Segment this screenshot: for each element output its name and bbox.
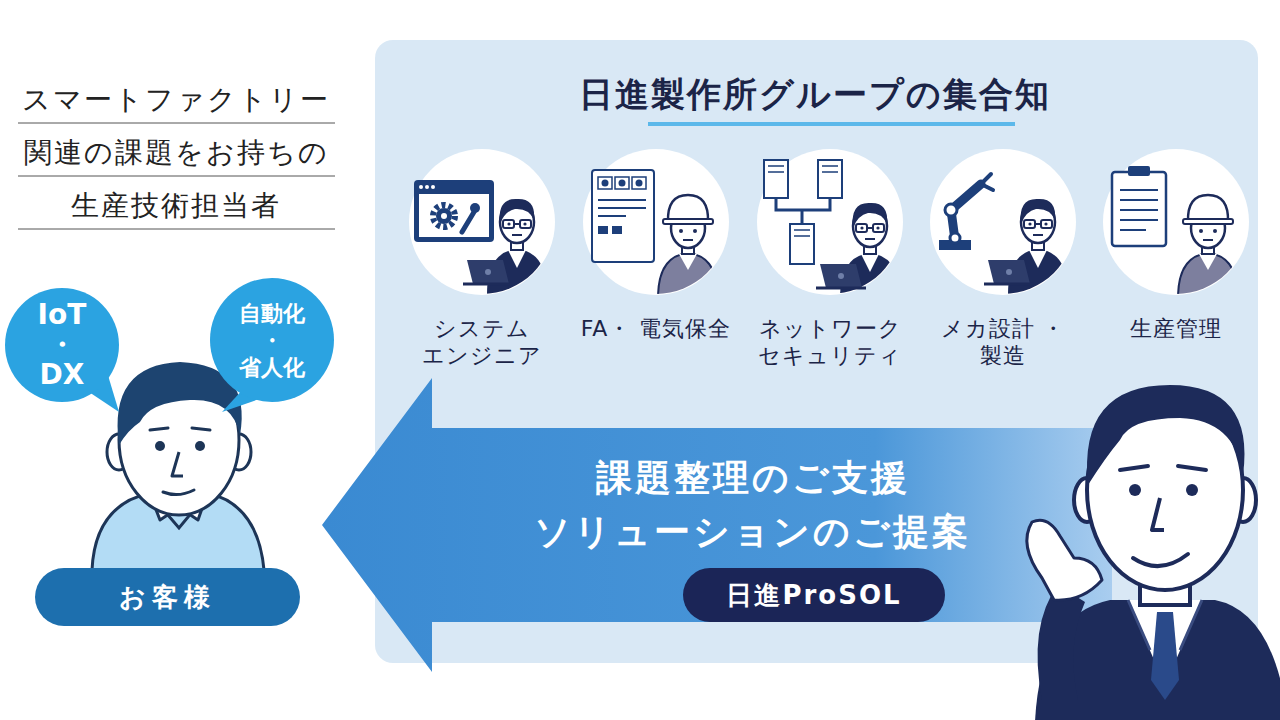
proposal-arrow: 課題整理のご支援 ソリューションのご提案日進ProSOL [322,378,1112,672]
node-text: ネットワーク セキュリティ [750,315,910,369]
expertise-circle: 生産管理 [1103,149,1249,295]
node-text: 自動化 ・ 省人化 [232,300,312,381]
customer-figure [92,362,264,570]
node-text: 課題整理のご支援 ソリューションのご提案 [530,451,975,559]
node-text: 生産管理 [1096,315,1256,342]
arrow-body [322,378,1112,672]
node-text: IoT ・ DX [31,300,93,390]
speech-bubble: 自動化 ・ 省人化 [210,278,334,402]
bubble-circle [5,288,119,402]
prosol-pill: 日進ProSOL [683,568,945,622]
expertise-circle: メカ設計 ・製造 [930,149,1076,295]
node-text: メカ設計 ・製造 [923,315,1083,369]
node-text: お客様 [48,568,288,626]
node-text: 日進製作所グループの集合知 [465,71,1165,117]
bubble-circle [210,278,334,402]
expertise-circle: ネットワーク セキュリティ [757,149,903,295]
node-text: FA・ 電気保全 [576,315,736,342]
customer-pill: お客様 [35,568,300,626]
speech-bubble: IoT ・ DX [5,288,119,402]
expertise-circle: システム エンジニア [409,149,555,295]
node-text: 日進ProSOL [689,568,939,622]
audience-note: スマートファクトリー 関連の課題をお持ちの 生産技術担当者 [11,73,341,232]
expertise-circle: FA・ 電気保全 [583,149,729,295]
node-text: システム エンジニア [402,315,562,369]
